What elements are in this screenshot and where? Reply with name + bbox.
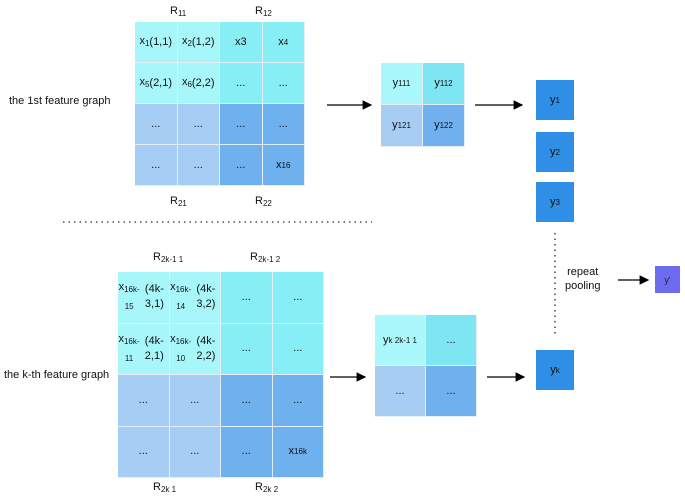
graphk-cell: x16k-14(4k-3,2) — [169, 272, 221, 324]
graphk-cell: ... — [169, 426, 221, 478]
graphk-region-r12: R2k-1 2 — [250, 251, 281, 264]
graphk-region-r21: R2k 1 — [153, 481, 177, 494]
graph1-region-r21: R21 — [170, 195, 187, 208]
graphk-cell: ... — [221, 272, 273, 324]
graph1-cell: ... — [220, 145, 263, 186]
graphk-cell: ... — [272, 323, 324, 375]
graphk-cell: ... — [221, 375, 273, 427]
graph1-cell: x3 — [220, 22, 263, 63]
graph1-cell: x6(2,2) — [177, 63, 220, 104]
graph1-cell: ... — [262, 63, 305, 104]
graph1-region-r22: R22 — [255, 195, 272, 208]
graph1-cell: ... — [135, 104, 178, 145]
graphk-cell: x16k-15(4k-3,1) — [118, 272, 170, 324]
graph1-cell: x1(1,1) — [135, 22, 178, 63]
graphk-cell: ... — [118, 426, 170, 478]
graph1-cell: x5(2,1) — [135, 63, 178, 104]
graphk-cell: ... — [272, 272, 324, 324]
graph1-region-r12: R12 — [255, 5, 272, 18]
final-output: y' — [655, 266, 680, 293]
graph1-cell: x2(1,2) — [177, 22, 220, 63]
graphk-label: the k-th feature graph — [4, 369, 110, 381]
graphk-cell: ... — [221, 426, 273, 478]
graph1-cell: ... — [220, 104, 263, 145]
graph1-region-r11: R11 — [170, 5, 187, 18]
graph1-cell: ... — [220, 63, 263, 104]
graphk-region-r22: R2k 2 — [255, 481, 279, 494]
pooled-cell: ... — [426, 366, 477, 417]
pooled-cell: ... — [375, 366, 426, 417]
graph1-cell: ... — [262, 104, 305, 145]
graphk-cell: ... — [272, 375, 324, 427]
graphk-cell: ... — [221, 323, 273, 375]
graph1-cell: ... — [135, 145, 178, 186]
graphk-cell: ... — [118, 375, 170, 427]
graphk-cell: x16k-10(4k-2,2) — [169, 323, 221, 375]
pooled-cell: ... — [426, 315, 477, 366]
graph1-label: the 1st feature graph — [9, 95, 111, 107]
graphk-grid: x16k-15(4k-3,1) x16k-14(4k-3,2) ... ... … — [118, 272, 324, 478]
graphk-region-r11: R2k-1 1 — [153, 251, 184, 264]
graph1-cell: ... — [177, 104, 220, 145]
graphk-cell: ... — [169, 375, 221, 427]
graphk-cell: x16k-11(4k-2,1) — [118, 323, 170, 375]
graph1-cell: ... — [177, 145, 220, 186]
